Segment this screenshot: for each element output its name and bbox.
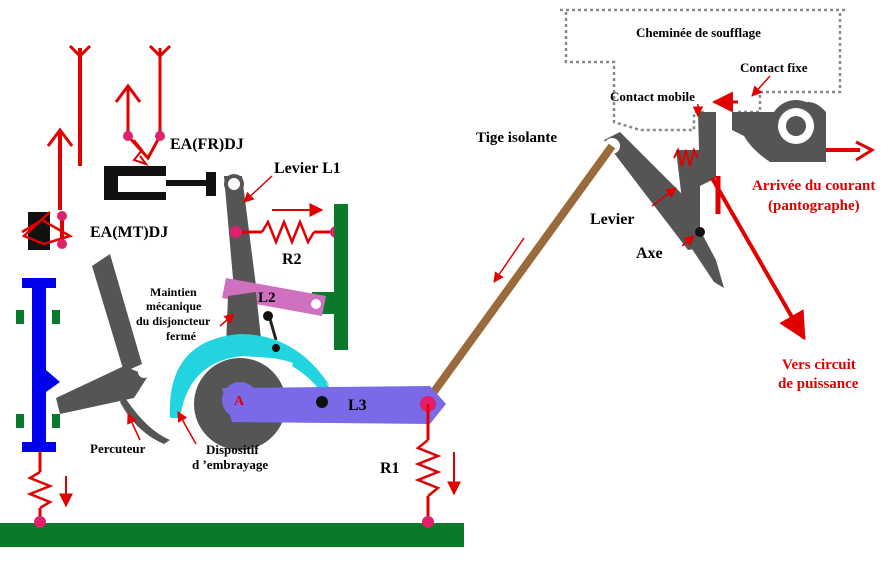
lever-l3 xyxy=(222,382,446,424)
label-levier: Levier xyxy=(590,211,634,228)
label-maintien-2: mécanique xyxy=(146,299,202,313)
label-percuteur: Percuteur xyxy=(90,441,146,456)
contact-spring xyxy=(673,147,699,167)
label-a: A xyxy=(234,394,245,409)
label-maintien-4: fermé xyxy=(166,329,197,343)
latch-l2 xyxy=(222,278,326,341)
label-ea-fr: EA(FR)DJ xyxy=(170,136,244,153)
label-r1: R1 xyxy=(380,460,400,477)
spring-r1 xyxy=(414,404,461,528)
pointer-arrows xyxy=(127,75,771,445)
label-arrivee-1: Arrivée du courant xyxy=(752,178,875,194)
label-axe: Axe xyxy=(636,245,663,262)
label-maintien-3: du disjoncteur xyxy=(136,314,211,328)
label-maintien-1: Maintien xyxy=(150,285,197,299)
label-vers-1: Vers circuit xyxy=(782,357,856,373)
spring-r2 xyxy=(230,203,342,246)
insulating-rod xyxy=(424,143,616,403)
trip-coil-fr xyxy=(68,44,216,200)
label-vers-2: de puissance xyxy=(778,376,859,392)
blue-column xyxy=(16,278,60,452)
trip-coil-mt xyxy=(21,127,74,250)
label-r2: R2 xyxy=(282,251,302,268)
ground-bar xyxy=(0,523,464,547)
grey-bracket xyxy=(226,292,262,348)
spring-left xyxy=(26,452,73,528)
power-circuit-line xyxy=(710,177,806,341)
percuteur xyxy=(56,254,170,444)
green-support xyxy=(312,204,348,350)
label-dispositif-1: Dispositif xyxy=(206,442,259,457)
label-tige: Tige isolante xyxy=(476,130,557,146)
fixed-contact xyxy=(732,100,876,162)
label-arrivee-2: (pantographe) xyxy=(768,198,860,214)
label-ea-mt: EA(MT)DJ xyxy=(90,224,168,241)
label-contact-mobile: Contact mobile xyxy=(610,89,695,104)
label-levier-l1: Levier L1 xyxy=(274,160,341,177)
moving-contact-lever xyxy=(604,112,724,288)
label-contact-fixe: Contact fixe xyxy=(740,60,808,75)
label-dispositif-2: d ’embrayage xyxy=(192,457,268,472)
clutch-crescent xyxy=(169,334,330,418)
label-cheminee: Cheminée de soufflage xyxy=(636,25,761,40)
label-l2: L2 xyxy=(258,290,276,306)
rod-motion-arrow xyxy=(493,237,525,283)
label-l3: L3 xyxy=(348,397,367,414)
